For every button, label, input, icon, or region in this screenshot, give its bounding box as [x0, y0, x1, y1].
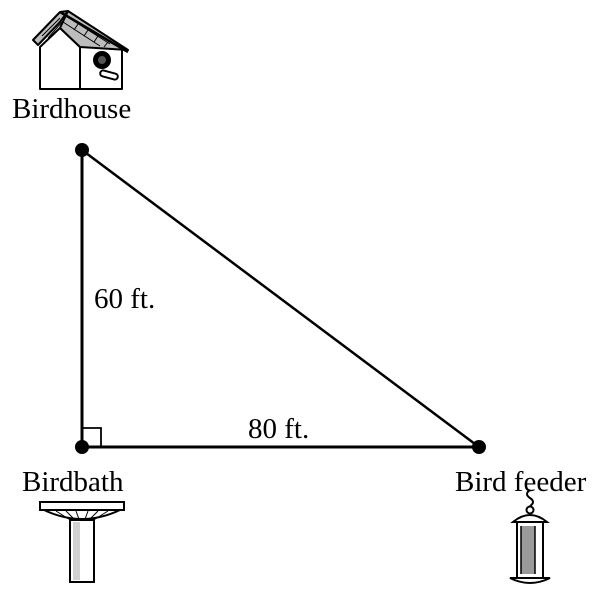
side-birdhouse-bird-feeder: [81, 148, 480, 449]
vertical-side-length-label: 60 ft.: [94, 283, 156, 315]
bird-feeder-label: Bird feeder: [455, 466, 587, 498]
birdhouse-icon: [32, 10, 129, 90]
horizontal-side-length-label: 80 ft.: [248, 413, 310, 445]
vertex-birdhouse: [75, 143, 89, 157]
vertex-birdbath: [75, 440, 89, 454]
vertex-bird-feeder: [472, 440, 486, 454]
birdbath-label: Birdbath: [22, 466, 124, 498]
birdhouse-label: Birdhouse: [12, 93, 132, 125]
birdbath-icon: [39, 501, 125, 583]
right-angle-marker: [82, 427, 102, 447]
bird-feeder-icon: [509, 489, 551, 584]
